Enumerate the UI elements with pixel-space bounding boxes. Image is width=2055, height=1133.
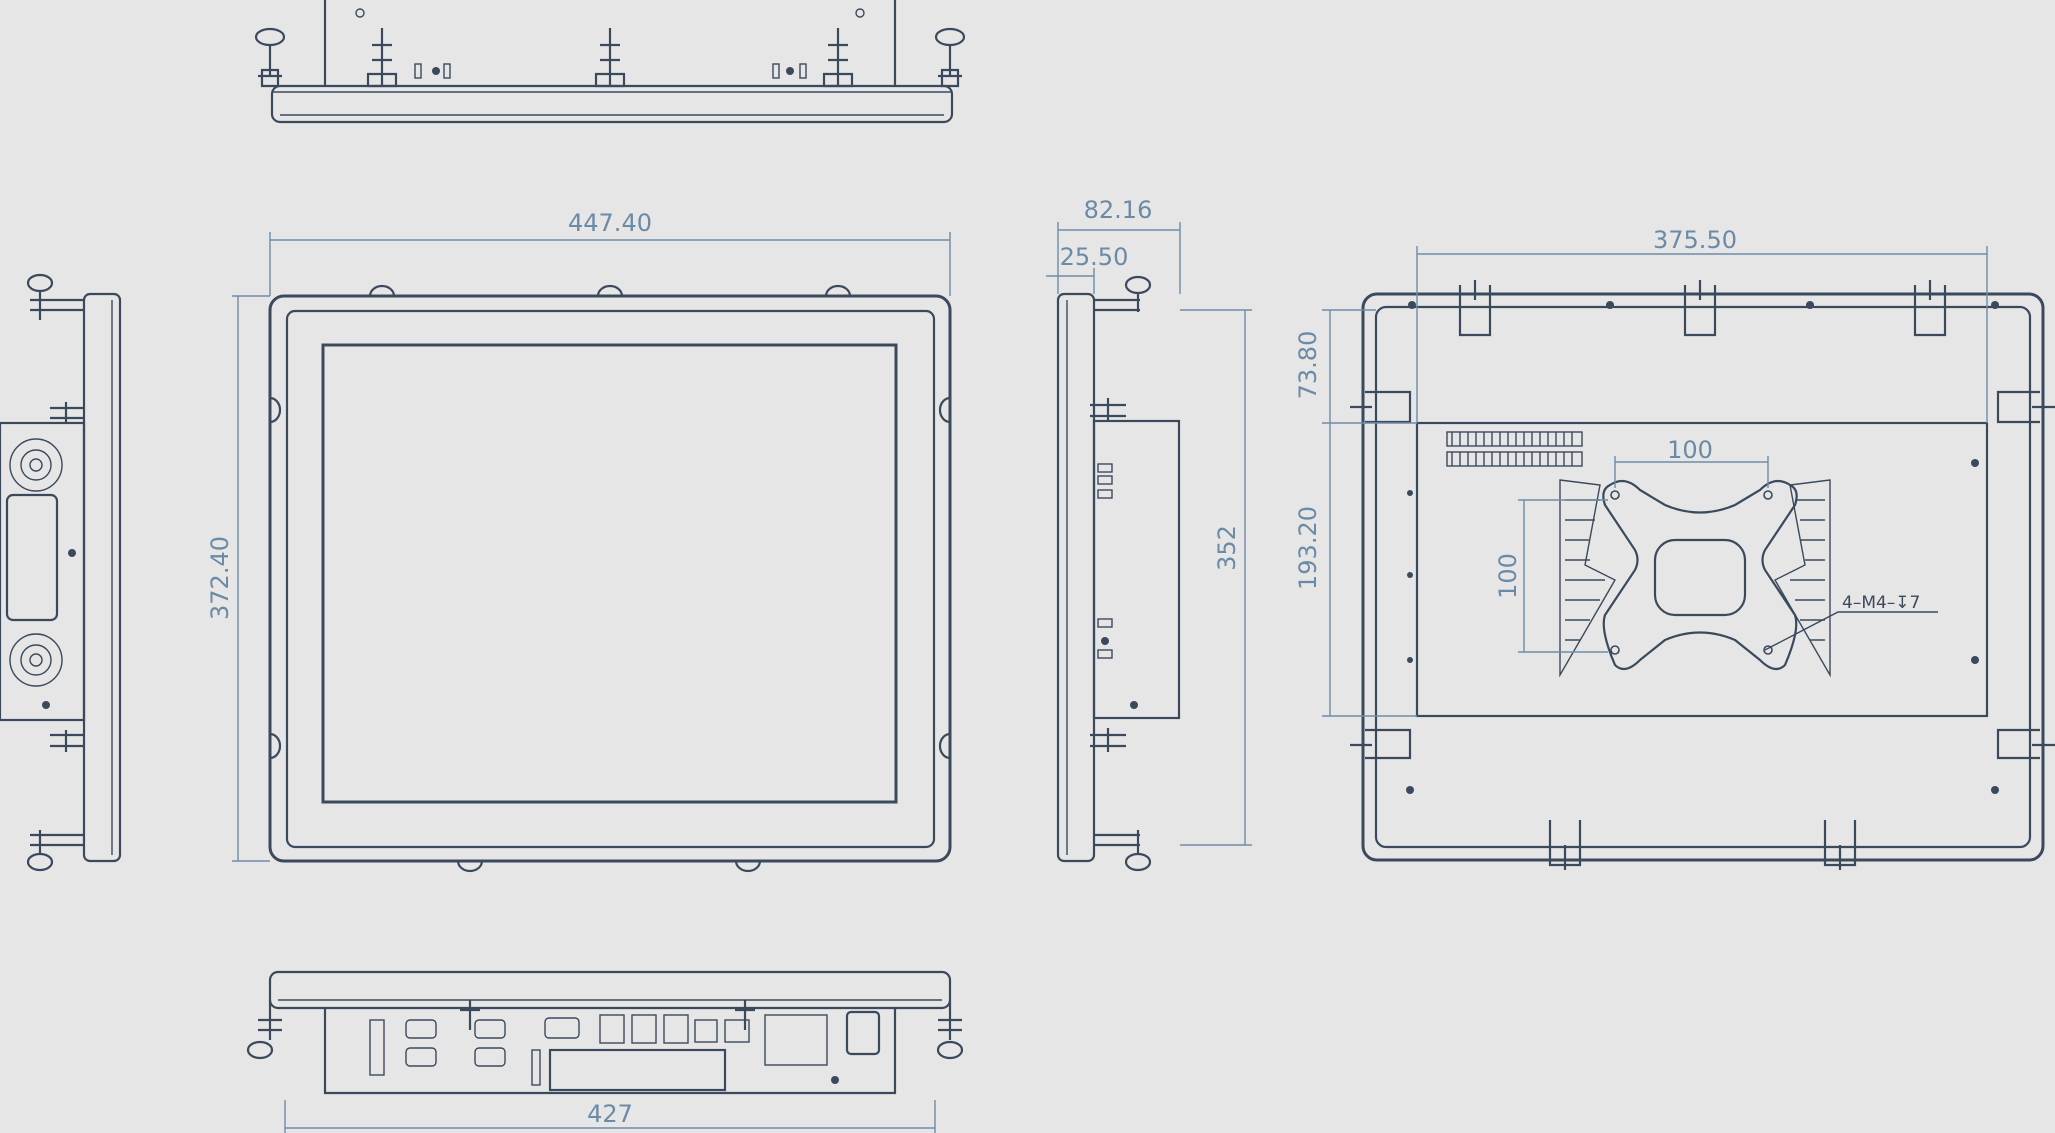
- top-mount-2: [594, 28, 626, 88]
- rear-clamps: [1350, 280, 2055, 870]
- rear-vent-slots: [1446, 431, 1583, 467]
- top-view: [254, 0, 966, 124]
- front-width-dimension: 447.40: [269, 209, 951, 296]
- front-height-dimension: 372.40: [206, 295, 270, 862]
- rear-offset-top-label: 73.80: [1294, 331, 1322, 400]
- bottom-clamps: [246, 1000, 964, 1060]
- rear-mounting-holes: [1406, 301, 1999, 794]
- side-height-dimension: 352: [1180, 309, 1252, 846]
- rear-vent-grid-right: [1774, 479, 1831, 678]
- left-fan-bottom: [9, 633, 63, 687]
- rear-offset-mid-label: 193.20: [1294, 506, 1322, 590]
- vesa-screw-note: 4–M4–↧7: [1842, 593, 1920, 613]
- bottom-width-label: 427: [587, 1100, 633, 1128]
- top-clamp-right: [934, 27, 966, 88]
- bottom-width-dimension: 427: [284, 1100, 936, 1133]
- rear-outer-frame: [1361, 292, 2045, 862]
- vesa-screw-callout: 4–M4–↧7: [1764, 593, 1938, 651]
- top-clamp-left: [254, 27, 286, 88]
- rear-inner-frame: [1374, 305, 2032, 849]
- rear-width-label: 375.50: [1653, 226, 1737, 254]
- rear-chassis: [1415, 421, 1989, 718]
- front-height-label: 372.40: [206, 536, 234, 620]
- bottom-io-ports: [369, 1010, 881, 1092]
- side-height-label: 352: [1213, 525, 1241, 571]
- vesa-horizontal-label: 100: [1667, 436, 1713, 464]
- vesa-vertical-label: 100: [1494, 553, 1522, 599]
- side-depth-total-label: 82.16: [1084, 196, 1153, 224]
- top-mount-1: [366, 28, 398, 88]
- bottom-view: [246, 970, 964, 1095]
- rear-view: [1350, 280, 2055, 870]
- left-fan-top: [9, 438, 63, 492]
- vesa-bracket: [1602, 479, 1798, 671]
- front-screen: [321, 343, 898, 804]
- vesa-dimensions: 100 100: [1494, 436, 1769, 653]
- top-mount-3: [822, 28, 854, 88]
- front-width-label: 447.40: [568, 209, 652, 237]
- side-depth-dimension: 82.16 25.50: [1046, 196, 1181, 294]
- right-side-view: [1056, 275, 1181, 872]
- front-view: [268, 284, 952, 873]
- rear-offset-dimensions: 73.80 193.20: [1294, 309, 1417, 717]
- rear-width-dimension: 375.50: [1416, 226, 1988, 423]
- front-bezel: [268, 294, 952, 863]
- side-depth-bezel-label: 25.50: [1060, 243, 1129, 271]
- front-inner-frame: [285, 309, 936, 849]
- left-side-view: [0, 273, 122, 872]
